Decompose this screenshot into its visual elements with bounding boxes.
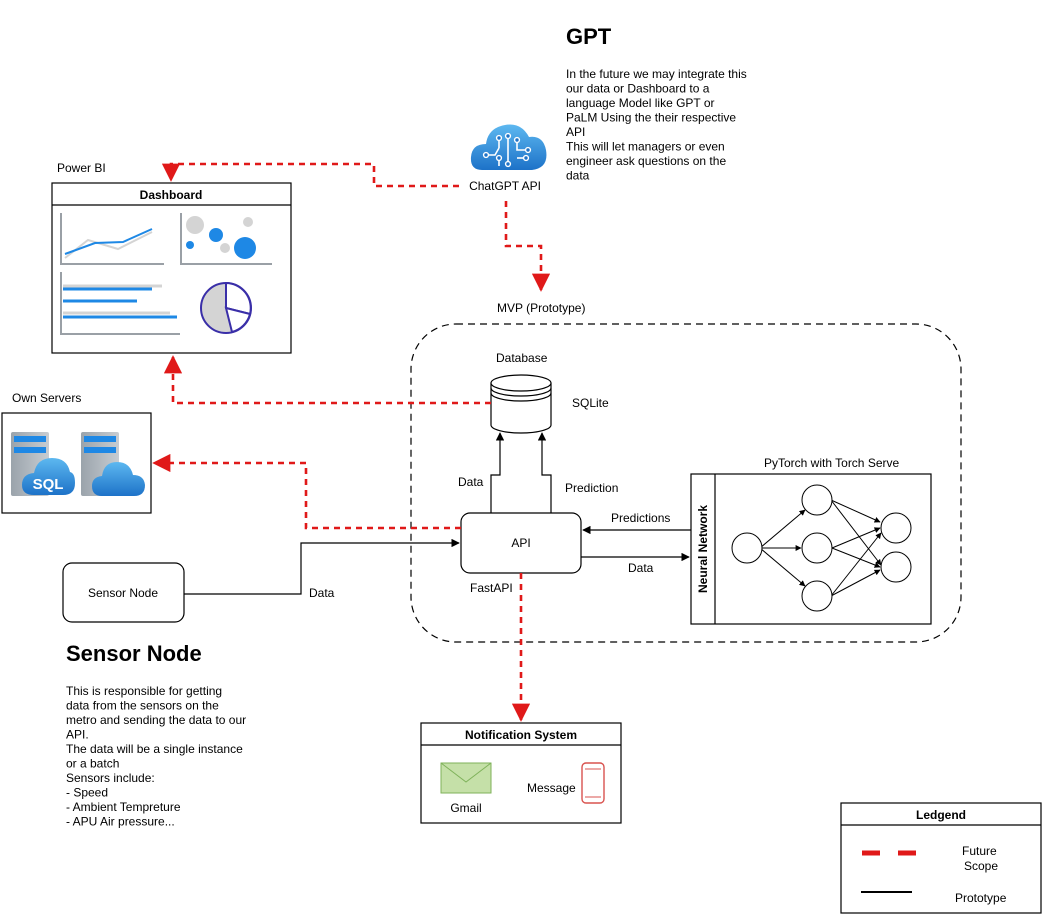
gpt-description-line: PaLM Using the their respective [566,111,736,125]
chatgpt-to-mvp-arrow [504,201,551,292]
gpt-description-line: This will let managers or even [566,140,725,154]
sensor-node-box-label: Sensor Node [88,586,158,600]
mvp-label: MVP (Prototype) [497,301,585,315]
nn-output-node [880,512,912,544]
data-to-database-label: Data [458,475,484,489]
sql-server-icon: SQL [11,432,75,496]
line-chart-icon [60,213,164,265]
database-label: Database [496,351,548,365]
gpt-description-line: engineer ask questions on the [566,154,726,168]
own-servers-label: Own Servers [12,391,81,405]
pie-chart-icon [200,281,252,334]
api-box: API [460,512,582,574]
api-label: API [511,536,530,550]
legend-box: Ledgend Future Scope Prototype [840,802,1042,914]
nn-edges [759,499,882,597]
neural-network-label: Neural Network [696,505,710,593]
predictions-label: Predictions [611,511,670,525]
sensor-description-line: - Speed [66,786,108,800]
database-to-dashboard-arrow [163,355,491,405]
message-label: Message [527,781,576,795]
sensor-description-line: Sensors include: [66,771,155,785]
nn-output-node [880,551,912,583]
sensor-description-line: API. [66,728,89,742]
database-engine-label: SQLite [572,396,609,410]
gpt-title: GPT [566,24,612,49]
sensor-description-line: - Ambient Tempreture [66,800,181,814]
sensor-description-line: or a batch [66,757,119,771]
bubble-chart-icon [180,213,272,265]
legend-prototype-label: Prototype [955,891,1007,905]
legend-future-line: Future [962,844,997,858]
sensor-description-line: data from the sensors on the [66,699,219,713]
api-to-database-prediction-arrow [537,432,552,513]
chatgpt-api-label: ChatGPT API [469,179,541,193]
legend-title: Ledgend [916,808,966,822]
sensor-to-api-arrow [184,538,460,595]
api-framework-label: FastAPI [470,581,513,595]
sql-label: SQL [33,476,64,493]
gpt-description: In the future we may integrate this our … [566,67,750,183]
dashboard-title: Dashboard [140,188,203,202]
mvp-boundary [410,323,962,643]
database-icon [490,374,552,434]
sensor-node-box: Sensor Node [62,562,185,623]
api-to-database-data-arrow [490,432,505,513]
gpt-description-line: In the future we may integrate this [566,67,747,81]
sensor-node-title: Sensor Node [66,641,202,666]
nn-nodes [731,484,912,612]
notification-system-box: Notification System Gmail Message [420,722,622,824]
gpt-description-line: API [566,125,585,139]
gmail-label: Gmail [450,801,481,815]
neural-network-box: Neural Network [690,473,932,625]
sensor-data-label: Data [309,586,335,600]
sensor-description-line: metro and sending the data to our [66,713,246,727]
prediction-to-database-label: Prediction [565,481,618,495]
dashboard-box: Dashboard [51,182,292,354]
data-to-nn-label: Data [628,561,654,575]
sensor-description: This is responsible for getting data fro… [66,684,249,829]
mail-icon [440,762,492,794]
api-to-own-servers-arrow [152,453,461,530]
sensor-description-line: This is responsible for getting [66,684,222,698]
powerbi-label: Power BI [57,161,106,175]
notification-title: Notification System [465,728,577,742]
sensor-description-line: - APU Air pressure... [66,815,175,829]
legend-future-label: Future Scope [962,844,1000,873]
nn-hidden-node [801,580,833,612]
nn-hidden-node [801,484,833,516]
nn-input-node [731,532,763,564]
nn-hidden-node [801,532,833,564]
gpt-description-line: language Model like GPT or [566,96,715,110]
cloud-ai-icon [470,124,547,170]
gpt-description-line: data [566,169,590,183]
chatgpt-to-dashboard-arrow [161,162,459,188]
pytorch-label: PyTorch with Torch Serve [764,456,899,470]
own-servers-box: SQL [1,412,152,514]
sensor-description-line: The data will be a single instance [66,742,243,756]
gpt-description-line: our data or Dashboard to a [566,82,710,96]
bar-chart-icon [60,272,180,335]
cloud-server-icon [81,432,145,496]
legend-future-line: Scope [964,859,998,873]
phone-icon [581,762,605,804]
